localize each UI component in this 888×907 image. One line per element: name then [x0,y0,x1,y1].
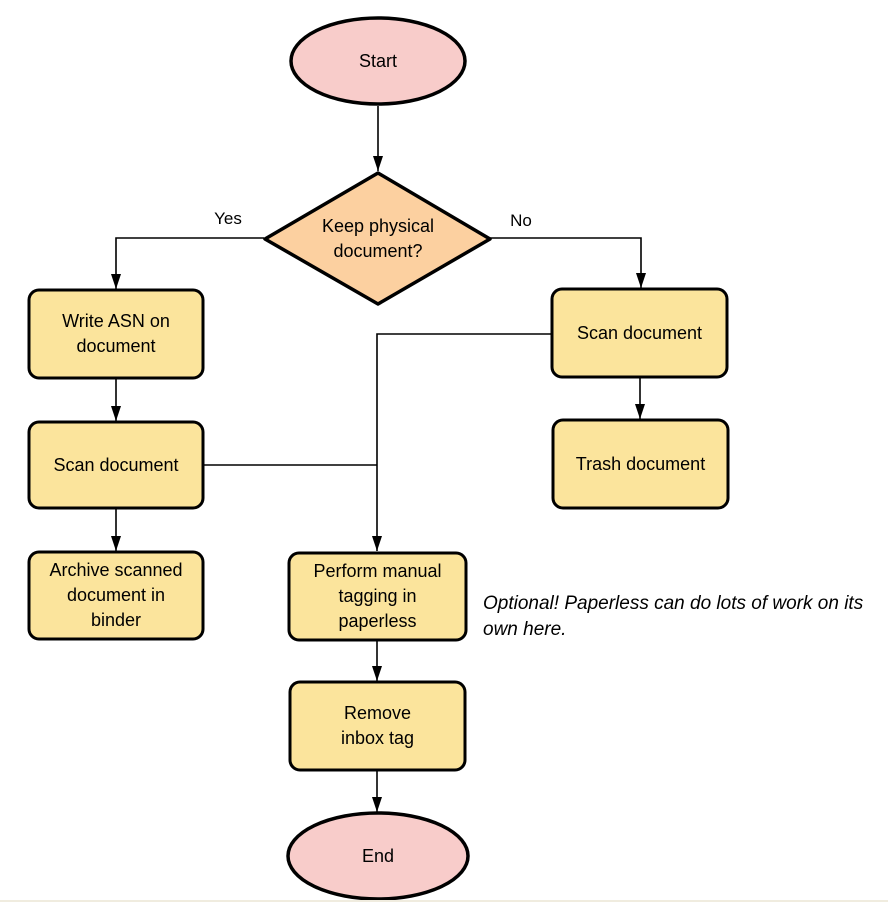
node-decision-label: Keep physical document? [321,216,435,261]
node-start-shape [289,16,467,106]
node-decision-shape [263,171,492,306]
node-tagging-shape [287,551,468,642]
edge-decision-yes-to-write-asn [111,237,264,289]
node-write-asn-shape [27,288,205,380]
node-end-label: End [361,845,395,866]
node-trash-label: Trash document [575,453,706,474]
node-tagging-label: Perform manual tagging in paperless [313,561,442,631]
node-start-label: Start [358,51,397,71]
annotation-text: Optional! Paperless can do lots of work … [483,593,864,640]
node-remove-inbox-shape [288,680,467,772]
edge-scan-right-to-tagging [372,333,552,551]
node-remove-inbox-label: Remove inbox tag [340,703,415,748]
node-trash-shape [551,418,730,510]
node-scan-left-shape [27,420,205,510]
edge-label-no: No [510,211,532,230]
node-archive-shape [27,550,205,641]
node-end-shape [286,811,470,901]
node-scan-left-label: Scan document [53,454,179,475]
node-archive-label: Archive scanned document in binder [49,560,183,630]
node-scan-right-shape [550,287,729,379]
edge-decision-no-to-scan-right [490,237,646,288]
edge-label-yes: Yes [214,209,242,228]
bottom-rule-divider [0,900,888,902]
node-scan-right-label: Scan document [576,322,703,343]
node-write-asn-label: Write ASN on document [62,311,170,356]
